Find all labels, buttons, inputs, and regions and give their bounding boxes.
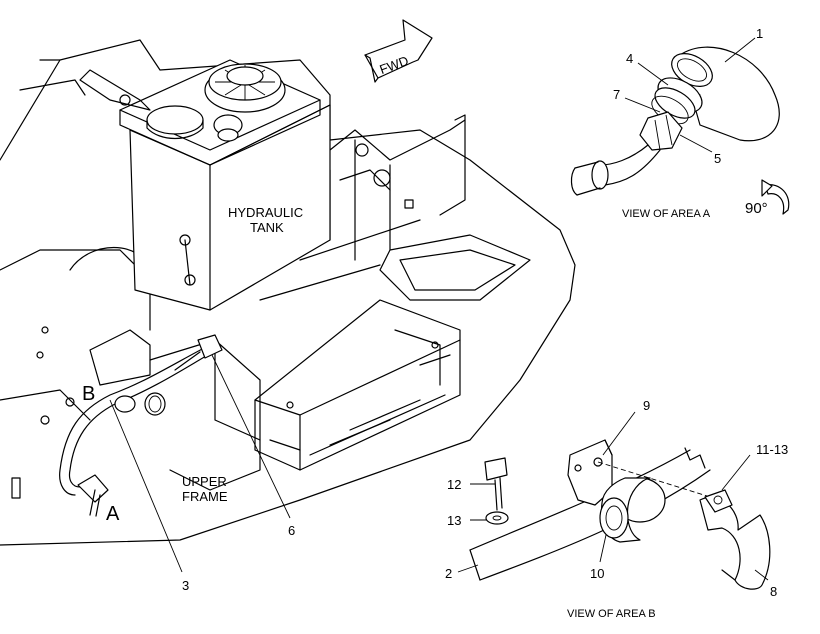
callout-5: 5 (714, 151, 721, 166)
view-area-a-drawing (570, 46, 780, 196)
callout-12: 12 (447, 477, 461, 492)
leader-line-7 (624, 97, 661, 113)
leader-line-6 (211, 354, 291, 519)
leader-line-8 (754, 569, 769, 581)
leader-line-5 (679, 134, 713, 153)
callout-11-13: 11-13 (756, 442, 788, 457)
leader-line-3 (109, 399, 183, 573)
callout-8: 8 (770, 584, 777, 599)
upper-frame-label-2: FRAME (182, 489, 228, 504)
upper-frame-drawing (0, 39, 576, 546)
callout-3: 3 (182, 578, 189, 593)
leader-line-9 (602, 411, 636, 456)
callout-6: 6 (288, 523, 295, 538)
callout-1: 1 (756, 26, 763, 41)
hydraulic-tank-label-2: TANK (250, 220, 284, 235)
leader-line-4 (637, 62, 669, 86)
callout-2: 2 (445, 566, 452, 581)
callout-10: 10 (590, 566, 604, 581)
rotation-label: 90° (745, 200, 768, 217)
view-area-b-caption: VIEW OF AREA B (567, 608, 656, 620)
callout-13: 13 (447, 513, 461, 528)
leader-line-10 (599, 534, 607, 563)
callout-4: 4 (626, 51, 633, 66)
leader-line-2 (457, 564, 479, 573)
area-a-label: A (106, 503, 120, 525)
leader-line-1 (724, 37, 756, 63)
view-area-a-caption: VIEW OF AREA A (622, 208, 711, 220)
callout-7: 7 (613, 87, 620, 102)
hydraulic-tank-label-1: HYDRAULIC (228, 205, 303, 220)
rotation-arrow-icon (761, 179, 790, 215)
leader-line-11-13 (721, 454, 751, 491)
upper-frame-label-1: UPPER (182, 474, 227, 489)
area-b-label: B (82, 383, 95, 405)
view-area-b-drawing (469, 439, 771, 590)
fwd-arrow: FWD (364, 19, 433, 83)
callout-9: 9 (643, 398, 650, 413)
hose-assembly (59, 334, 223, 517)
